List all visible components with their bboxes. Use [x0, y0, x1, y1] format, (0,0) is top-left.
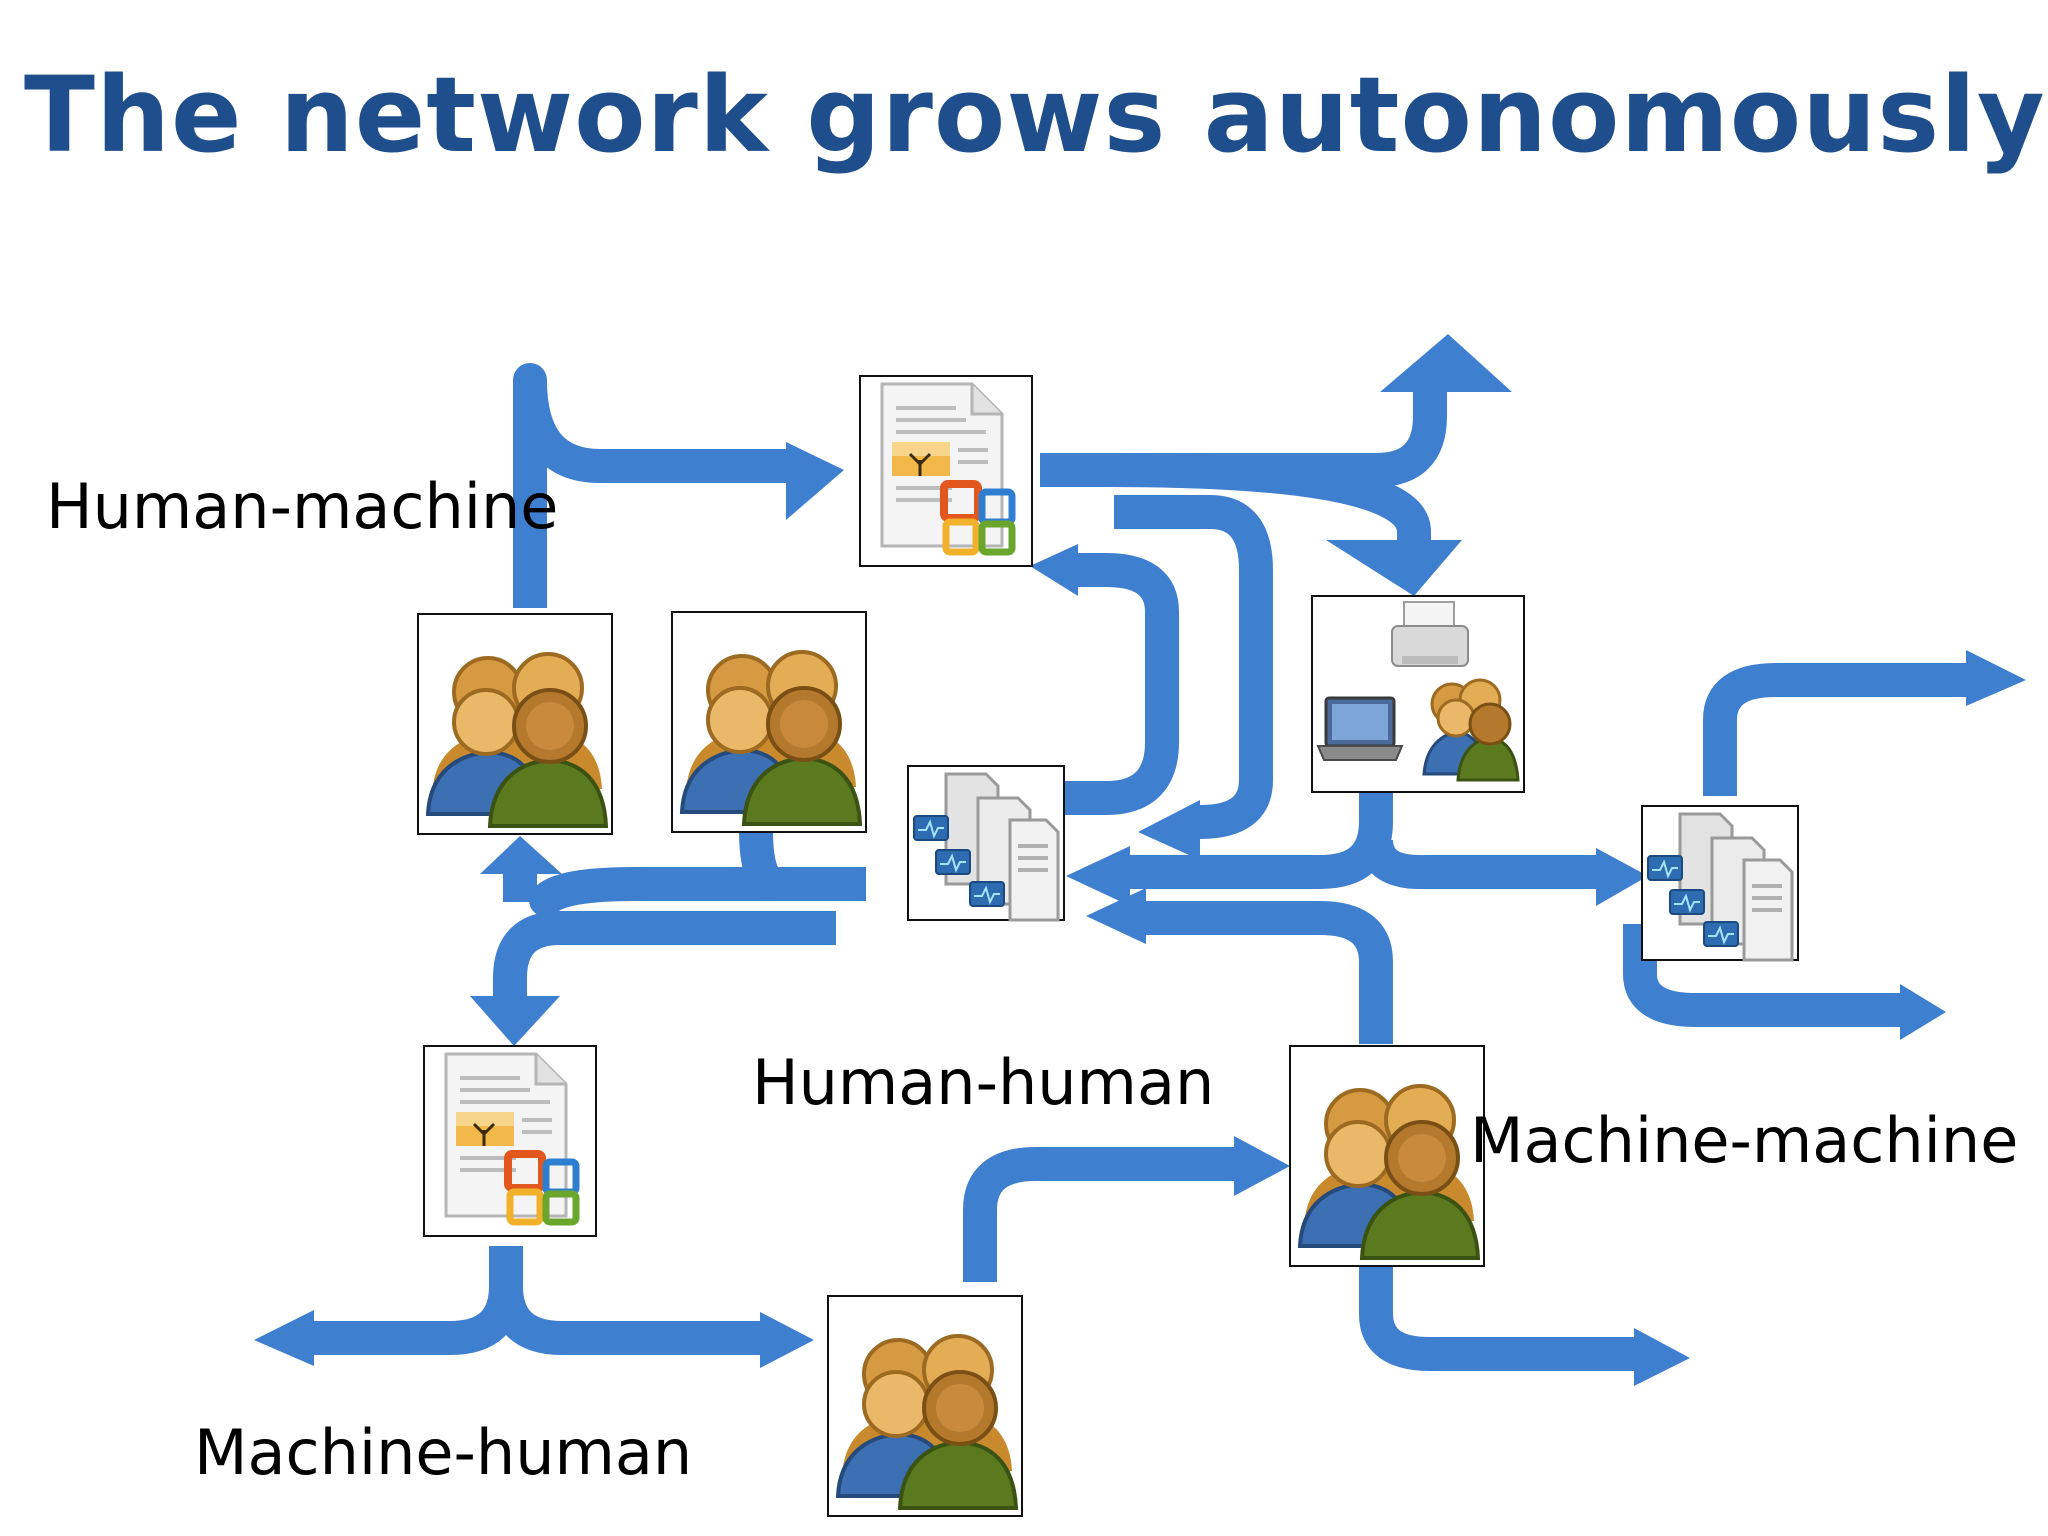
arrow-merge-bar: [529, 867, 866, 917]
arrowhead: [254, 1310, 314, 1366]
arrow-people-to-document: [513, 363, 790, 608]
slide-title: The network grows autonomously: [24, 54, 2046, 176]
arrow-document-to-servers-loop: [1114, 495, 1273, 839]
arrow-bottom-people-to-right-people: [963, 1147, 1240, 1282]
arrowhead: [1966, 650, 2026, 706]
arrow-document-bottom-branch: [310, 1246, 523, 1355]
arrowhead: [1234, 1136, 1290, 1196]
node-people-right[interactable]: [1289, 1045, 1485, 1267]
node-devices[interactable]: [1311, 595, 1525, 793]
arrow-devices-to-servers-right: [1359, 838, 1608, 889]
node-people-left[interactable]: [417, 613, 613, 835]
arrow-servers-right-up: [1703, 663, 1966, 796]
office-document-icon: [882, 384, 1012, 552]
node-servers-right[interactable]: [1641, 805, 1799, 962]
arrow-document-to-up: [1040, 376, 1447, 487]
label-machine-human: Machine-human: [194, 1416, 693, 1489]
node-document-top[interactable]: [859, 375, 1033, 567]
arrowhead: [786, 442, 844, 520]
arrowhead: [1030, 544, 1078, 596]
arrowhead: [1900, 984, 1946, 1040]
arrowhead: [1086, 888, 1146, 944]
arrowhead: [470, 996, 560, 1046]
nodes: [417, 375, 1799, 1517]
arrow-servers-right-down: [1623, 924, 1902, 1027]
arrow-servers-to-document: [1006, 553, 1179, 815]
arrowhead: [1634, 1328, 1690, 1386]
label-human-machine: Human-machine: [46, 470, 559, 543]
label-machine-machine: Machine-machine: [1470, 1104, 2019, 1177]
arrowhead: [480, 836, 562, 874]
arrowhead: [1138, 800, 1200, 860]
arrowhead: [1380, 334, 1512, 392]
arrow-devices-to-servers-left: [1120, 790, 1393, 889]
arrowhead: [1326, 540, 1462, 596]
node-document-bottom[interactable]: [423, 1045, 597, 1237]
arrow-people-down-right: [1359, 1264, 1640, 1371]
arrow-document-bottom-right: [489, 1285, 760, 1355]
office-document-icon: [446, 1054, 576, 1222]
label-human-human: Human-human: [752, 1046, 1215, 1119]
node-people-center[interactable]: [671, 611, 867, 833]
arrowhead: [760, 1312, 814, 1368]
arrow-merge-bar-2: [493, 911, 836, 1000]
node-servers-middle[interactable]: [907, 765, 1065, 922]
node-people-bottom[interactable]: [827, 1295, 1023, 1517]
arrow-people-to-servers: [1146, 901, 1393, 1044]
arrowhead: [1066, 846, 1130, 906]
arrowhead: [1596, 848, 1648, 906]
flow-arrows: [254, 334, 2026, 1386]
arrow-document-to-devices: [1109, 453, 1431, 547]
